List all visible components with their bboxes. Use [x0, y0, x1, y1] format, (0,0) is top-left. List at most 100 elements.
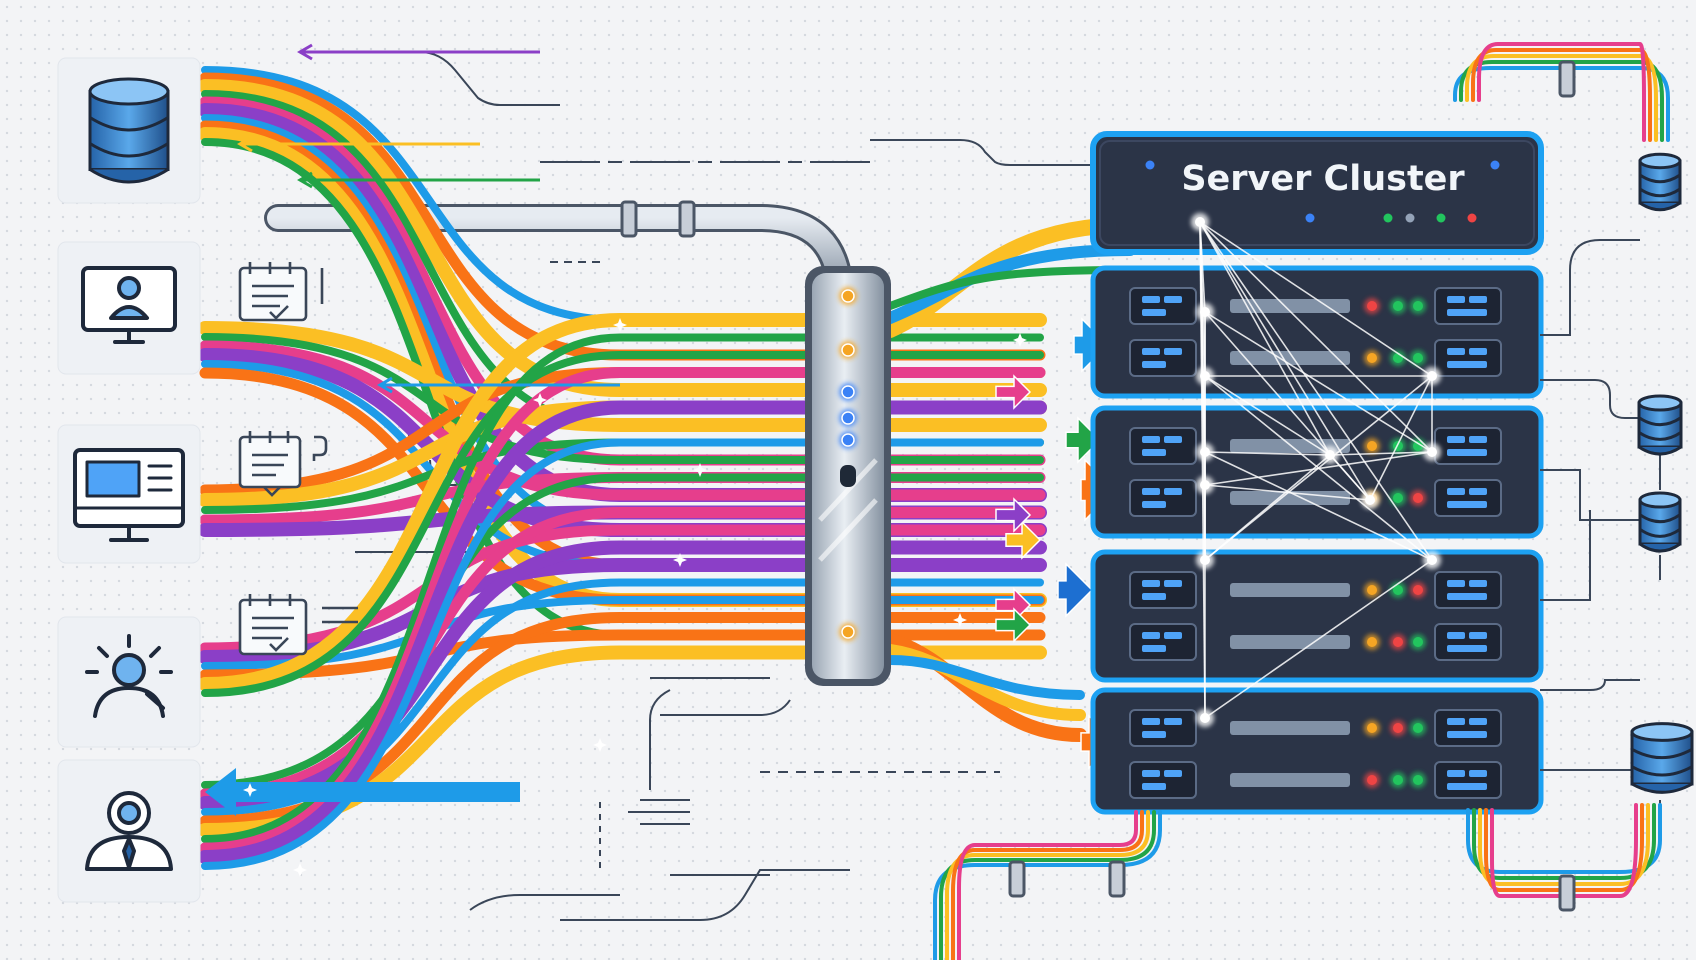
- stream-line: [198, 400, 1047, 864]
- status-led: [1490, 160, 1500, 170]
- sparkle: [293, 863, 307, 877]
- status-led: [1413, 723, 1423, 733]
- mesh-link: [1204, 559, 1433, 719]
- mesh-node: [1200, 713, 1210, 723]
- stream-line: [199, 120, 1046, 571]
- document-icons: [238, 262, 358, 656]
- document-icon: [238, 431, 328, 497]
- pipe-line: [1471, 48, 1652, 142]
- pipe-line: [945, 810, 1150, 960]
- status-led: [841, 385, 855, 399]
- document-icon: [238, 262, 324, 322]
- stream-line: [199, 72, 1046, 361]
- stream-line: [198, 400, 1047, 507]
- storage-pipes: [933, 42, 1670, 960]
- status-led: [1367, 637, 1377, 647]
- database-icon: [1637, 394, 1683, 456]
- status-led: [1413, 493, 1423, 503]
- status-led: [1413, 301, 1423, 311]
- stream-line: [882, 217, 1138, 338]
- sparkle: [1013, 333, 1027, 347]
- pipe-coupler: [1108, 860, 1126, 898]
- status-led: [1436, 213, 1446, 223]
- mesh-link: [1329, 454, 1371, 501]
- server-unit: [1090, 549, 1544, 683]
- pipe-line: [939, 810, 1156, 960]
- stream-line: [198, 313, 1047, 691]
- status-led: [1413, 441, 1423, 451]
- pipe-line: [1472, 803, 1656, 880]
- sparkle: [593, 738, 607, 752]
- stream-line: [201, 333, 1044, 843]
- arrow-head: [377, 376, 393, 394]
- sparkle: [673, 553, 687, 567]
- server-cluster: Server Cluster: [1090, 131, 1544, 815]
- status-led: [1367, 353, 1377, 363]
- mesh-node: [1427, 371, 1437, 381]
- server-unit: [1090, 687, 1544, 815]
- stream-line: [886, 266, 1134, 310]
- stream-line: [884, 244, 1136, 324]
- pipe-line: [1466, 803, 1662, 874]
- client-tile: [57, 616, 201, 748]
- arrow-head: [297, 43, 313, 61]
- status-led: [841, 343, 855, 357]
- sparkle: [693, 463, 707, 477]
- mesh-link: [1204, 451, 1433, 561]
- mesh-node: [1427, 447, 1437, 457]
- status-led: [1367, 723, 1377, 733]
- mesh-node: [1200, 371, 1210, 381]
- status-led: [1413, 775, 1423, 785]
- pipe-line: [933, 810, 1162, 960]
- status-led: [841, 289, 855, 303]
- status-led: [841, 411, 855, 425]
- pipe-line: [1477, 42, 1646, 142]
- database-icon: [1638, 152, 1682, 212]
- pipe-coupler: [1558, 60, 1576, 98]
- status-led: [841, 433, 855, 447]
- stream-line: [884, 644, 1086, 721]
- status-led: [1393, 301, 1403, 311]
- pipe-coupler: [1558, 874, 1576, 912]
- mesh-link: [1204, 454, 1331, 561]
- status-led: [1305, 213, 1315, 223]
- status-led: [1367, 301, 1377, 311]
- pipe-line: [957, 810, 1138, 960]
- pipe-line: [1484, 803, 1644, 892]
- arrow-head: [995, 374, 1032, 410]
- pipe-line: [1465, 54, 1658, 142]
- client-tile: [57, 57, 201, 204]
- mesh-link: [1204, 451, 1331, 456]
- mesh-node: [1427, 555, 1437, 565]
- arrow-head: [237, 135, 253, 153]
- outgoing-arrow: [205, 768, 520, 816]
- status-led: [1145, 160, 1155, 170]
- status-led: [1393, 723, 1403, 733]
- client-tile: [57, 759, 201, 903]
- arrow-head: [995, 497, 1032, 533]
- network-switch: [805, 266, 891, 686]
- arrow-head: [297, 171, 313, 189]
- client-tile: [57, 424, 201, 564]
- arrow-head: [995, 587, 1032, 623]
- idea-user-icon: [85, 634, 173, 718]
- user-monitor-icon: [81, 266, 177, 344]
- stream-line: [201, 438, 1044, 514]
- sparkle: [533, 393, 547, 407]
- mesh-node: [1200, 555, 1210, 565]
- server-unit: [1090, 405, 1544, 539]
- mesh-link: [1199, 221, 1331, 456]
- status-led: [1413, 585, 1423, 595]
- mesh-node: [1200, 307, 1210, 317]
- status-led: [1413, 637, 1423, 647]
- arrow-head: [1057, 562, 1094, 618]
- desktop-computer-icon: [73, 448, 185, 542]
- pipe-coupler: [1008, 860, 1026, 898]
- mesh-link: [1199, 221, 1433, 377]
- mesh-node: [1200, 480, 1210, 490]
- mesh-node: [1325, 450, 1335, 460]
- status-led: [1367, 775, 1377, 785]
- mesh-link: [1199, 221, 1433, 453]
- switch-port: [840, 465, 856, 487]
